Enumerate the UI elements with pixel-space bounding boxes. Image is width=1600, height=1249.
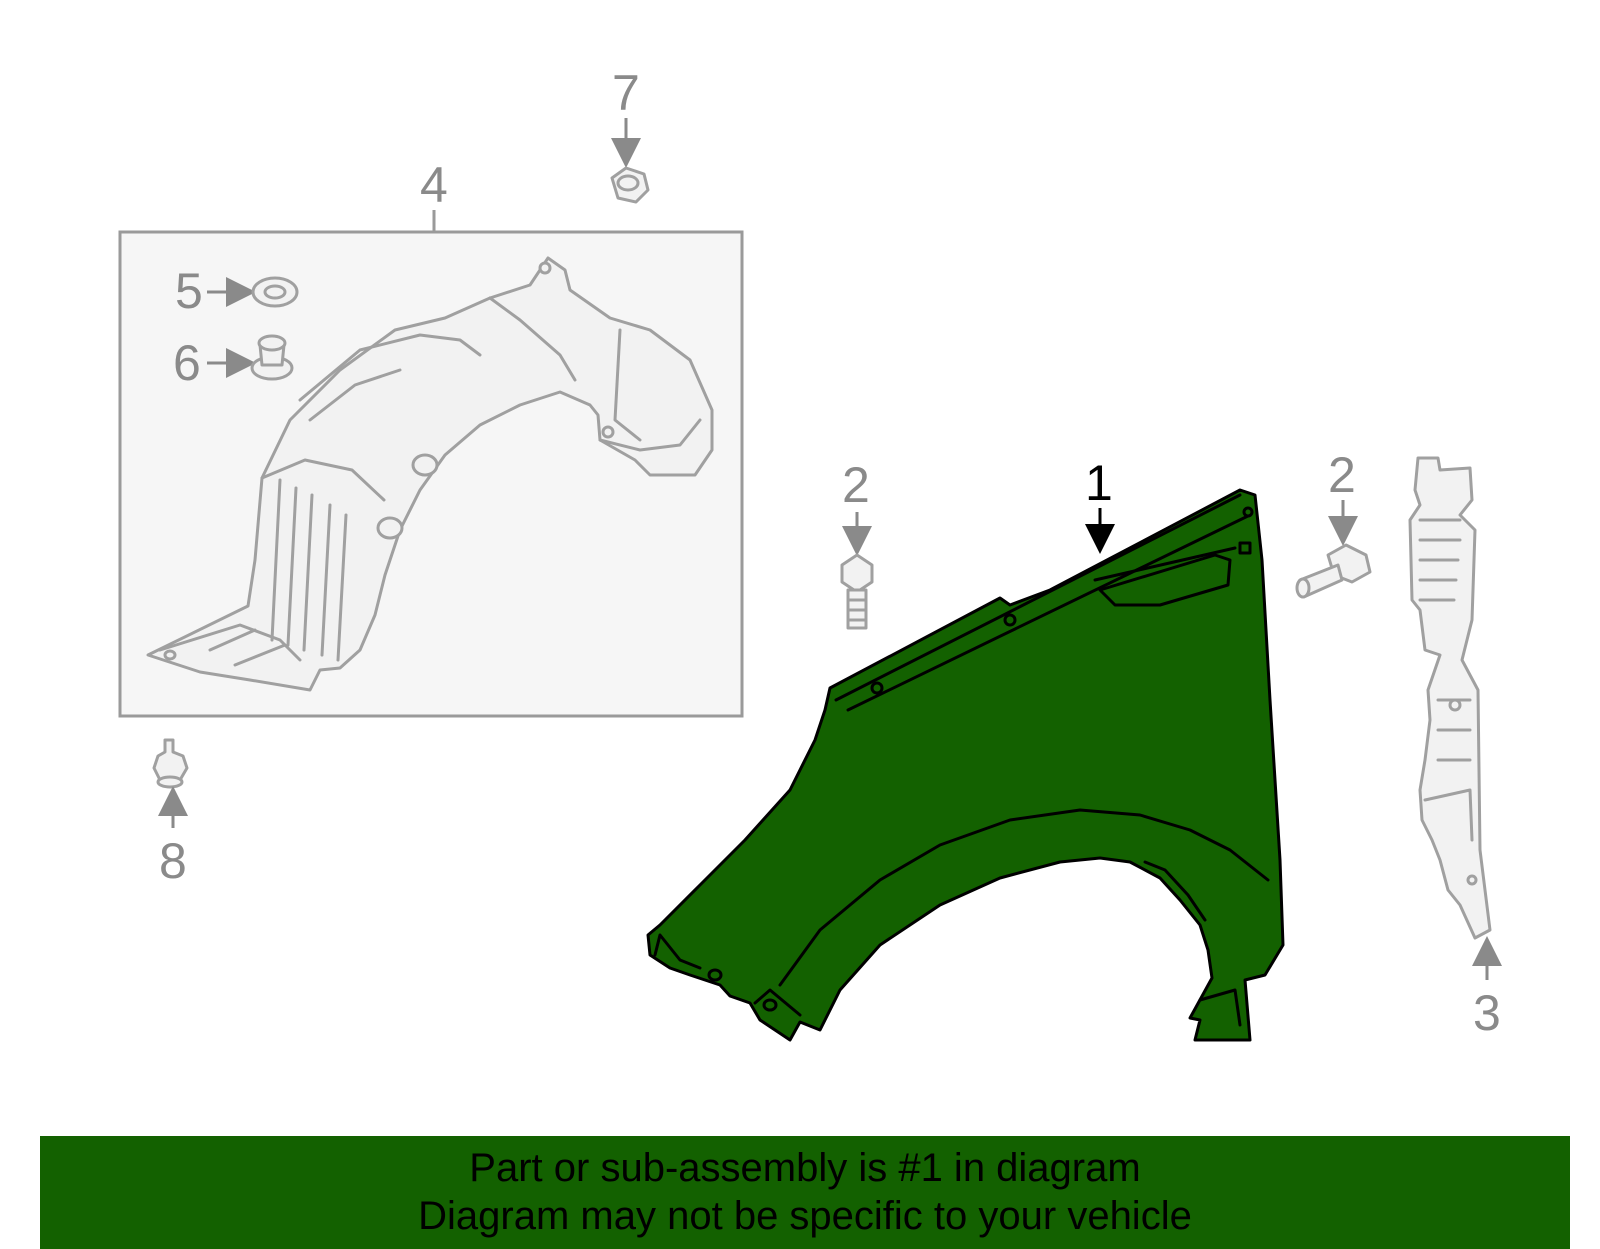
clip-group: 8: [152, 738, 189, 889]
grommet-part: [250, 334, 294, 381]
bolt-center-group: 2: [840, 457, 874, 630]
bolt-center-part: [840, 553, 874, 630]
callout-4: 4: [420, 157, 448, 213]
callout-2-center: 2: [842, 457, 870, 513]
washer-part: [251, 276, 299, 308]
callout-6: 6: [173, 335, 201, 391]
fender-liner-part: [146, 256, 714, 692]
fender-group: 1: [646, 455, 1285, 1042]
disclaimer-banner: Part or sub-assembly is #1 in diagram Di…: [40, 1136, 1570, 1249]
nut-group: 7: [610, 65, 650, 204]
clip-part: [152, 738, 189, 789]
fender-part: [646, 488, 1285, 1042]
banner-line-1: Part or sub-assembly is #1 in diagram: [469, 1146, 1141, 1190]
callout-1: 1: [1085, 455, 1113, 511]
nut-part: [610, 166, 650, 204]
bolt-right-group: 2: [1295, 447, 1372, 599]
liner-group: 4 5: [118, 157, 744, 718]
callout-2-right: 2: [1328, 447, 1356, 503]
callout-3: 3: [1473, 985, 1501, 1041]
banner-line-2: Diagram may not be specific to your vehi…: [418, 1194, 1192, 1238]
bolt-right-part: [1295, 543, 1372, 599]
callout-8: 8: [159, 833, 187, 889]
bracket-group: 3: [1408, 456, 1502, 1041]
bracket-part: [1408, 456, 1492, 940]
callout-7: 7: [612, 65, 640, 121]
callout-5: 5: [175, 263, 203, 319]
